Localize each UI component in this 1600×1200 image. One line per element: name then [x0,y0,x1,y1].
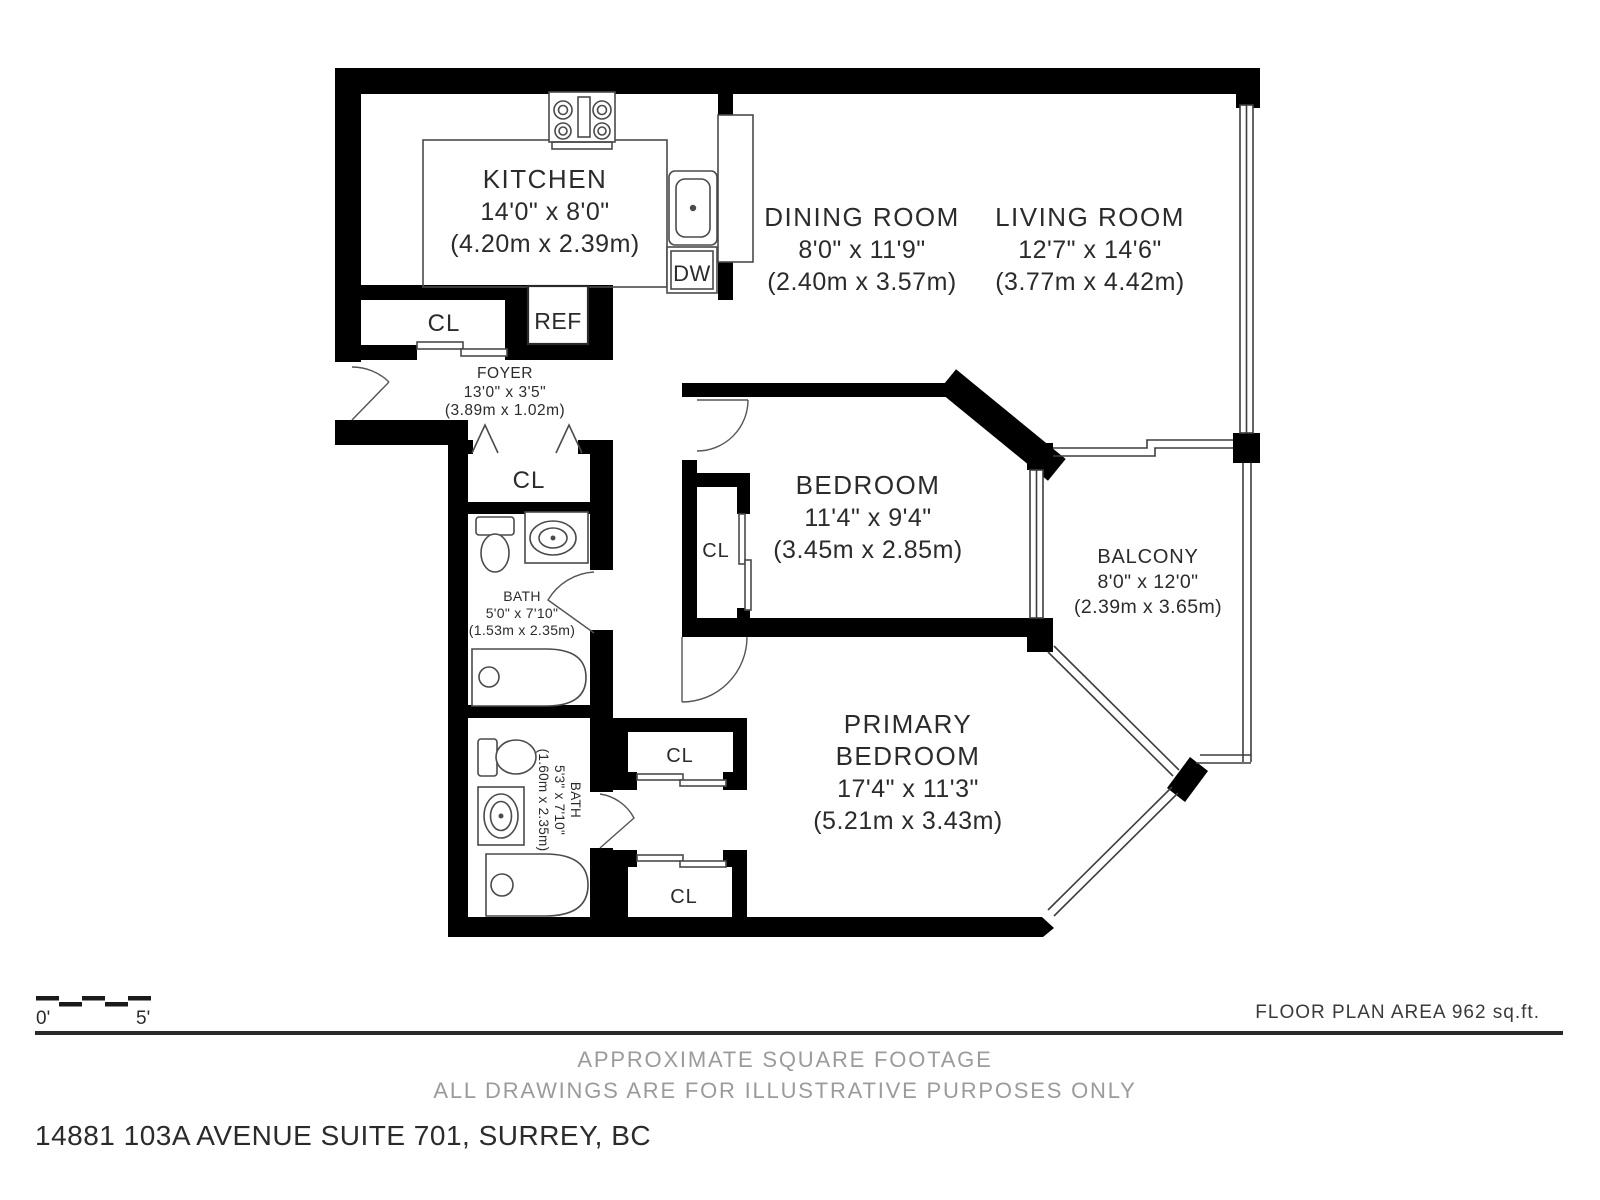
ensuite-sink-icon [477,786,525,846]
foyer-metric: (3.89m x 1.02m) [445,402,565,419]
foyer-label: FOYER [477,365,533,382]
primary-bedroom-metric: (5.21m x 3.43m) [813,807,1003,835]
living-room-dims: 12'7" x 14'6" [1018,236,1162,264]
primary-closet1-sliding-door [636,773,684,781]
bath-fixtures [471,511,589,917]
primary-bedroom-door [681,636,748,703]
bath-main-label: BATH [503,588,541,604]
ensuite-toilet-icon [477,738,537,777]
balcony-top-railing [1053,439,1233,449]
bath-main-metric: (1.53m x 2.35m) [469,622,575,638]
refrigerator-label: REF [534,308,582,334]
bath-ensuite-dims: 5'3" x 7'10" [552,765,567,835]
primary-bedroom-label-line2: BEDROOM [836,741,981,771]
bath-main-dims: 5'0" x 7'10" [486,605,559,621]
address: 14881 103A AVENUE SUITE 701, SURREY, BC [35,1120,651,1151]
windows [1029,104,1254,917]
primary-bedroom-label-line1: PRIMARY [844,709,973,739]
bathtub-icon [471,648,587,707]
bath-ensuite-metric: (1.60m x 2.35m) [536,749,551,852]
doors [351,366,749,849]
bedroom-metric: (3.45m x 2.85m) [773,536,963,564]
primary-bedroom-dims: 17'4" x 11'3" [837,775,979,803]
disclaimer-line1: APPROXIMATE SQUARE FOOTAGE [577,1047,992,1072]
refrigerator-icon [526,284,590,346]
walls [335,68,1260,937]
bedroom-label: BEDROOM [796,470,941,500]
kitchen-dims: 14'0" x 8'0" [480,198,609,226]
bath-ensuite-label-group: BATH 5'3" x 7'10" (1.60m x 2.35m) [536,749,583,852]
living-room-metric: (3.77m x 4.42m) [995,268,1185,296]
balcony-metric: (2.39m x 3.65m) [1074,596,1222,618]
kitchen-closet-label: CL [428,310,461,337]
toilet-icon [475,516,515,573]
bedroom-dims: 11'4" x 9'4" [804,504,931,532]
scale-end-label: 5' [136,1008,150,1029]
primary-closet2-sliding-door [636,854,684,862]
foyer-closet-bifold-door [471,423,499,454]
bath-main-door [547,571,595,634]
dishwasher-icon [666,246,718,294]
bath-ensuite-label: BATH [568,782,583,818]
dining-room-label: DINING ROOM [764,202,960,232]
dishwasher-label: DW [673,261,711,286]
area-note: FLOOR PLAN AREA 962 sq.ft. [1255,1002,1540,1023]
primary-diagonal-window-upper [1047,651,1174,777]
footer: FLOOR PLAN AREA 962 sq.ft. APPROXIMATE S… [35,1002,1563,1151]
living-room-label: LIVING ROOM [995,202,1185,232]
bedroom-closet-label: CL [702,540,730,562]
bath-ensuite-door [599,793,635,849]
divider-rule [35,1031,1563,1035]
kitchen-sink-icon [668,170,718,246]
bath-sink-icon [524,511,589,564]
primary-closet1-label: CL [666,745,694,767]
stove-icon [548,91,616,150]
foyer-closet-label: CL [513,467,546,494]
dining-room-metric: (2.40m x 3.57m) [767,268,957,296]
bedroom-closet-sliding-door [738,513,746,565]
entry-door [351,366,390,421]
balcony-label: BALCONY [1097,546,1198,568]
balcony-dims: 8'0" x 12'0" [1098,571,1199,593]
kitchen-label: KITCHEN [483,164,608,194]
bedroom-door [696,399,749,452]
pass-through-counter [717,114,754,263]
ensuite-bathtub-icon [485,853,589,917]
primary-diagonal-window-lower [1047,786,1173,911]
foyer-dims: 13'0" x 3'5" [464,384,546,401]
disclaimer-line2: ALL DRAWINGS ARE FOR ILLUSTRATIVE PURPOS… [433,1078,1136,1103]
dining-room-dims: 8'0" x 11'9" [798,236,925,264]
room-labels: KITCHEN 14'0" x 8'0" (4.20m x 2.39m) DIN… [428,164,1222,908]
kitchen-metric: (4.20m x 2.39m) [450,230,640,258]
kitchen-fixtures [416,91,754,357]
closet-doors [471,423,752,868]
scale-bar: 0' 5' [36,996,151,1029]
primary-closet2-label: CL [670,886,698,908]
scale-start-label: 0' [36,1008,50,1029]
kitchen-closet-sliding-door [416,341,508,357]
